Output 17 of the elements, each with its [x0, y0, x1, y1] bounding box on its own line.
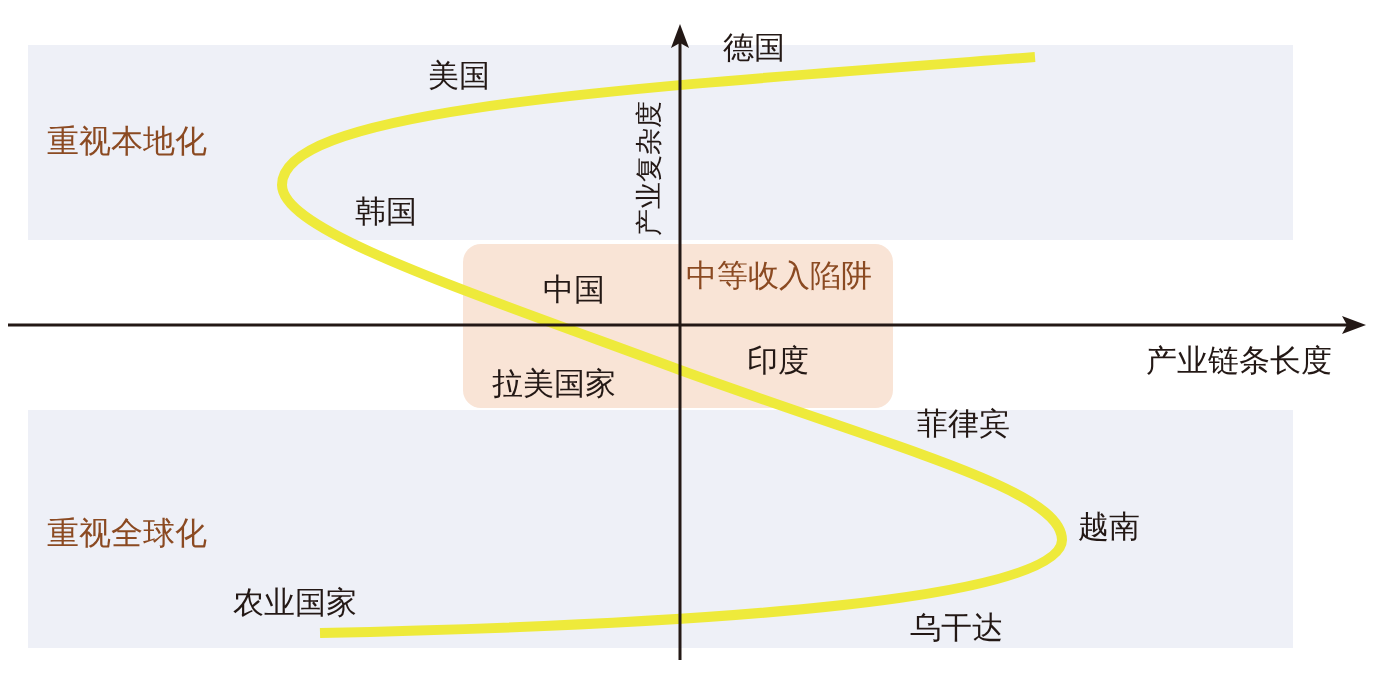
axis-title: 产业链条长度	[1146, 345, 1332, 376]
country-label: 德国	[723, 32, 785, 63]
country-label: 越南	[1078, 511, 1140, 542]
country-label: 乌干达	[910, 612, 1003, 643]
band-title: 重视全球化	[47, 517, 207, 549]
country-label: 菲律宾	[917, 408, 1010, 439]
country-label: 印度	[747, 345, 809, 376]
country-label: 中国	[543, 274, 605, 305]
band-title: 重视本地化	[47, 125, 207, 157]
country-group-label: 拉美国家	[492, 368, 616, 399]
country-label: 美国	[428, 60, 490, 91]
region-band	[28, 410, 1293, 648]
highlight-box	[463, 244, 893, 408]
country-label: 韩国	[355, 196, 417, 227]
country-group-label: 农业国家	[233, 587, 357, 618]
box-title: 中等收入陷阱	[686, 260, 872, 291]
axis-title: 产业复杂度	[634, 100, 662, 236]
